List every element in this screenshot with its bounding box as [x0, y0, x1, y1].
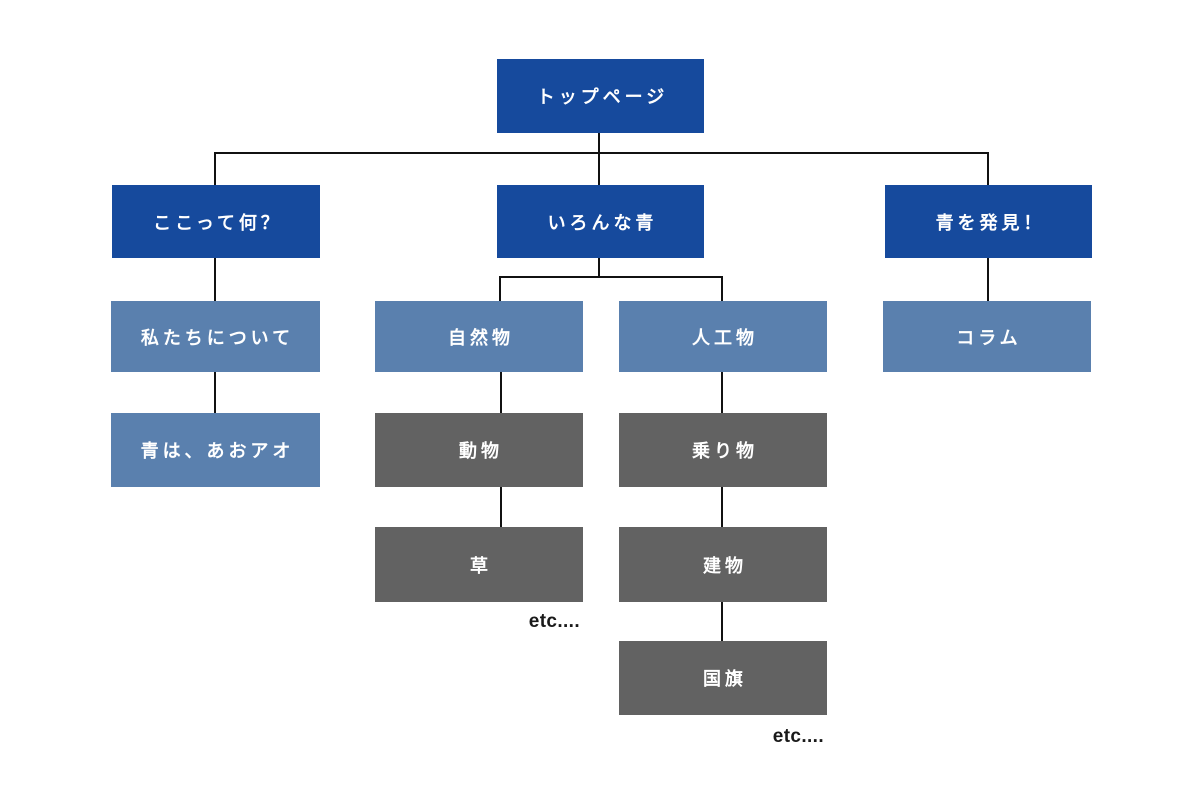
connector-line [500, 372, 502, 413]
connector-line [214, 258, 216, 301]
node-top-page: トップページ [497, 59, 704, 133]
connector-line [499, 276, 501, 301]
connector-line [500, 487, 502, 527]
node-label: 私たちについて [140, 327, 295, 348]
etc-label-man-made: etc.... [772, 726, 824, 747]
node-label: コラム [956, 327, 1022, 348]
node-label: 青を発見！ [935, 212, 1046, 233]
node-column: コラム [883, 301, 1091, 372]
node-label: トップページ [536, 87, 669, 107]
connector-line [598, 152, 600, 185]
node-grass: 草 [375, 527, 583, 602]
node-national-flags: 国旗 [619, 641, 827, 715]
node-blue-is-aoao: 青は、あおアオ [111, 413, 320, 487]
node-label: ここって何？ [153, 212, 283, 233]
connector-line [721, 602, 723, 641]
node-label: 動物 [459, 441, 503, 461]
connector-line [598, 133, 600, 154]
connector-line [987, 258, 989, 301]
node-label: 人工物 [692, 327, 758, 348]
connector-line [499, 276, 723, 278]
node-label: 国旗 [703, 669, 747, 689]
node-what-is-this: ここって何？ [112, 185, 320, 258]
node-label: 建物 [703, 555, 747, 576]
connector-line [721, 487, 723, 527]
node-label: いろんな青 [547, 212, 658, 233]
connector-line [987, 152, 989, 185]
connector-line [598, 258, 600, 278]
connector-line [721, 276, 723, 301]
node-about-us: 私たちについて [111, 301, 320, 372]
etc-label-natural: etc.... [528, 611, 580, 632]
connector-line [721, 372, 723, 413]
node-buildings: 建物 [619, 527, 827, 602]
node-vehicles: 乗り物 [619, 413, 827, 487]
node-man-made-objects: 人工物 [619, 301, 827, 372]
node-label: 青は、あおアオ [140, 441, 295, 461]
node-label: 乗り物 [692, 441, 758, 461]
node-label: 草 [469, 555, 492, 576]
node-animals: 動物 [375, 413, 583, 487]
node-label: 自然物 [448, 327, 514, 348]
node-natural-objects: 自然物 [375, 301, 583, 372]
node-various-blues: いろんな青 [497, 185, 704, 258]
connector-line [214, 152, 989, 154]
connector-line [214, 372, 216, 413]
connector-line [214, 152, 216, 185]
node-discover-blue: 青を発見！ [885, 185, 1092, 258]
